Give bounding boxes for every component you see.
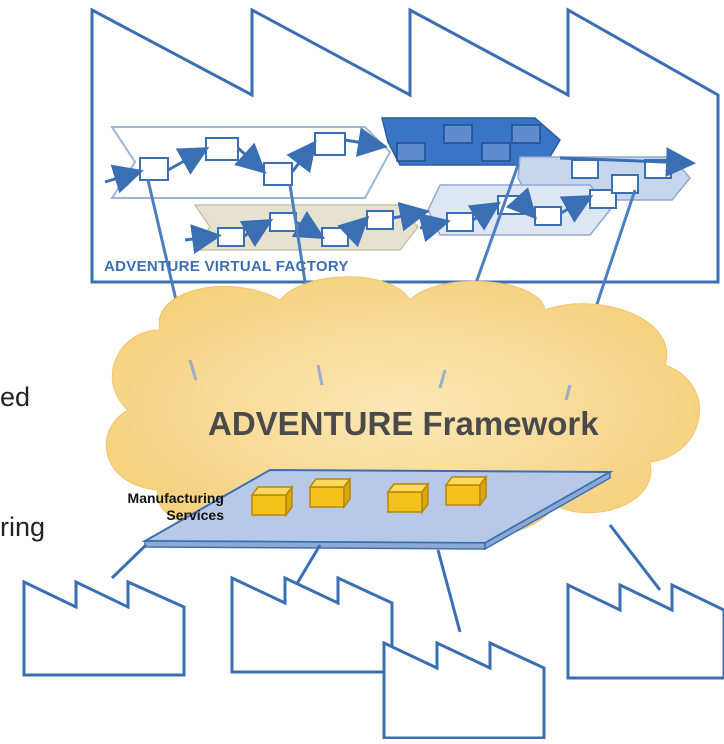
framework-label: ADVENTURE Framework	[208, 405, 599, 442]
services-label-line2: Services	[166, 507, 224, 523]
virtual-factory-label: ADVENTURE VIRTUAL FACTORY	[104, 258, 349, 275]
factory-4	[566, 582, 724, 680]
factory-3	[382, 640, 546, 740]
clipped-text-2: ring	[0, 512, 46, 542]
service-module	[444, 474, 488, 508]
process-arrows	[104, 127, 696, 254]
service-module	[250, 484, 294, 518]
services-label-line1: Manufacturing	[127, 490, 224, 506]
service-module	[308, 476, 352, 510]
connector-lines-inner	[188, 359, 572, 401]
factory-1	[22, 579, 186, 677]
services-platform-edge	[144, 540, 486, 550]
manufacturing-services-label: Manufacturing Services	[72, 490, 224, 524]
process-boxes-dark	[396, 124, 541, 162]
service-module	[386, 481, 430, 515]
service-modules	[250, 474, 488, 518]
process-boxes	[139, 132, 672, 247]
clipped-text-1: ed	[0, 382, 31, 412]
factory-2	[230, 575, 394, 674]
